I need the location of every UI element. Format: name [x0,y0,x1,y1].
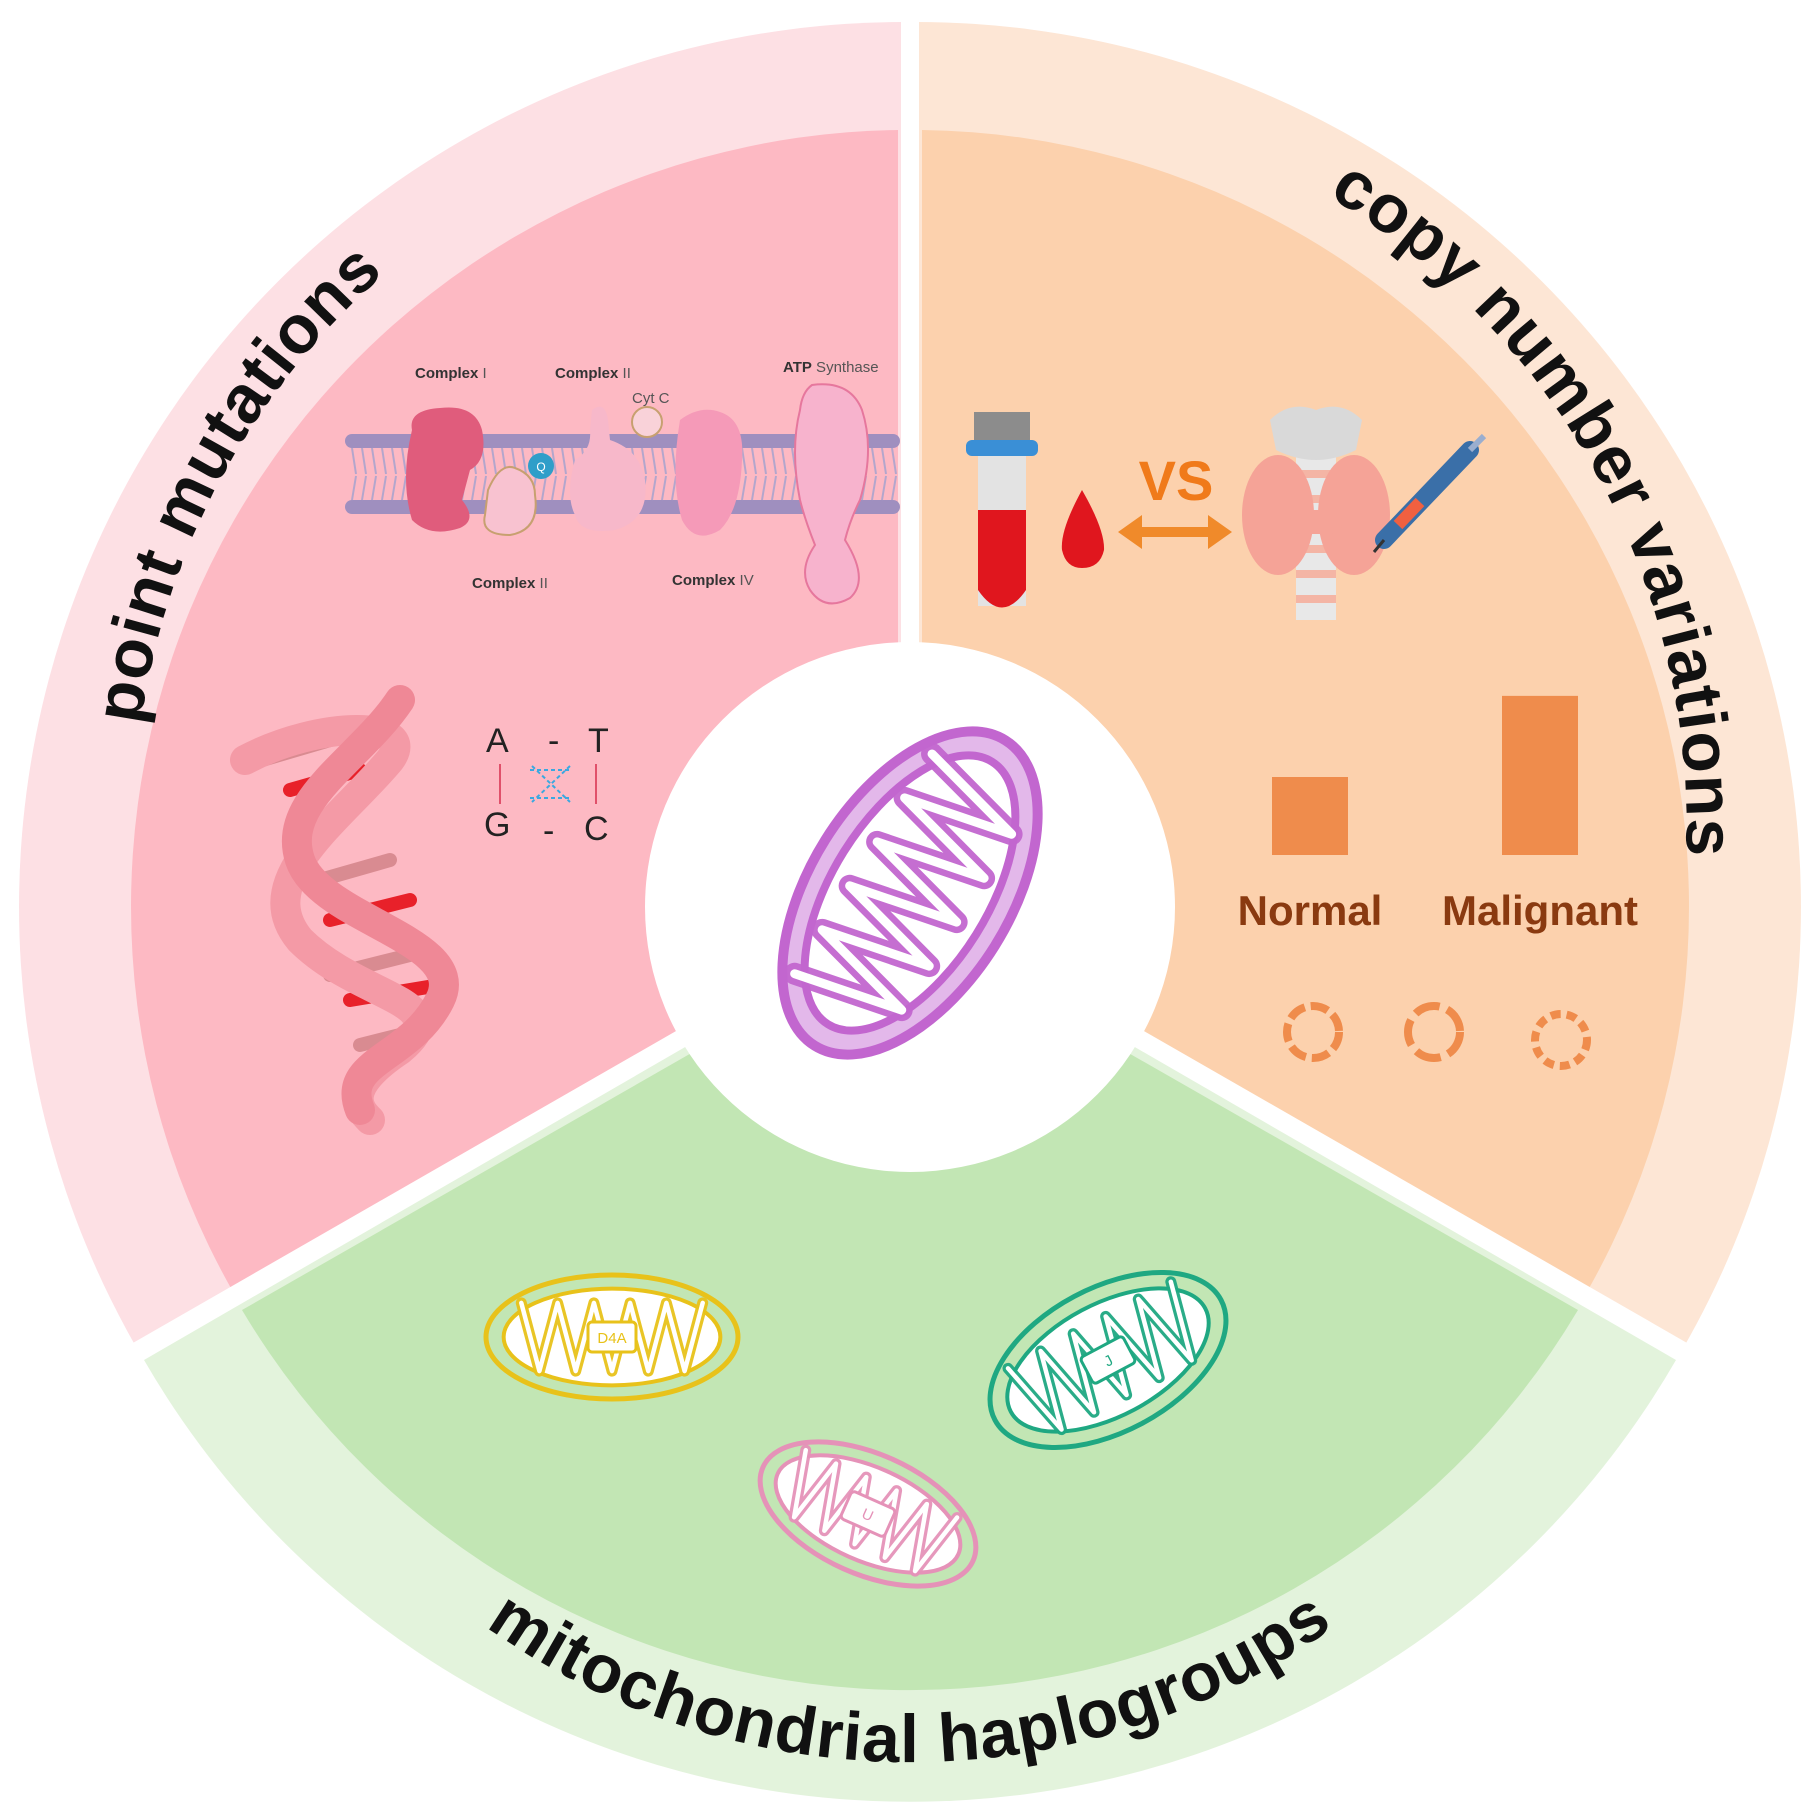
blood-drop-icon [1061,490,1105,568]
sector-inner-haplogroups [242,928,1578,1691]
syringe-icon [1372,433,1487,553]
dash-top: - [548,722,559,760]
base-c: C [584,810,609,848]
mtdna-circle-2 [1404,1002,1464,1062]
base-g: G [484,806,510,844]
center-mitochondrion-icon [777,726,1043,1060]
cnv-bar-malignant [1502,695,1578,855]
vs-label: VS [1139,449,1214,512]
haplogroup-mitochondrion-d4a: D4A [483,1272,741,1402]
complex-iv-icon [675,409,743,536]
complex-ii-icon [483,466,537,537]
mtdna-circles [1283,1002,1591,1070]
base-t: T [588,722,609,760]
cnv-bar-normal [1272,777,1348,855]
ubiquinone-icon [528,453,554,479]
haplogroup-mitochondria: D4A JU [483,1270,1229,1589]
atp-synthase-icon [794,383,869,605]
base-pairing-diagram: A - T G - C [484,722,609,850]
double-arrow-icon [1118,515,1232,549]
atp-synthase-label: ATP Synthase [783,359,879,376]
cyt-c-label: Cyt C [632,390,670,407]
transition-arrows-icon [499,764,597,804]
cytochrome-c-icon [631,406,663,438]
thyroid-icon [1242,406,1390,620]
haplogroup-mitochondrion-j: J [987,1270,1229,1450]
ubiquinone-label: Q [536,460,545,474]
mtdna-circle-3 [1531,1010,1591,1070]
complex-iv-label: Complex IV [672,572,754,589]
dash-bottom: - [543,812,554,850]
cnv-label-malignant: Malignant [1442,887,1638,934]
haplogroup-mitochondrion-u: U [757,1439,979,1589]
dna-helix-icon [230,685,459,1135]
complex-iii-icon [570,406,646,531]
base-a: A [486,722,509,760]
complex-i-label: Complex I [415,365,487,382]
cnv-bar-chart: Normal Malignant [1238,695,1638,934]
complex-ii-top-label: Complex II [555,365,631,382]
cnv-label-normal: Normal [1238,887,1383,934]
blood-tube-icon [966,412,1038,608]
haplogroup-label-d4a: D4A [597,1330,626,1347]
complex-ii-bottom-label: Complex II [472,575,548,592]
complex-i-icon [406,407,484,532]
electron-transport-chain: Q Complex I Complex II Cyt C ATP Synthas… [345,359,900,605]
mtdna-circle-1 [1283,1002,1343,1062]
